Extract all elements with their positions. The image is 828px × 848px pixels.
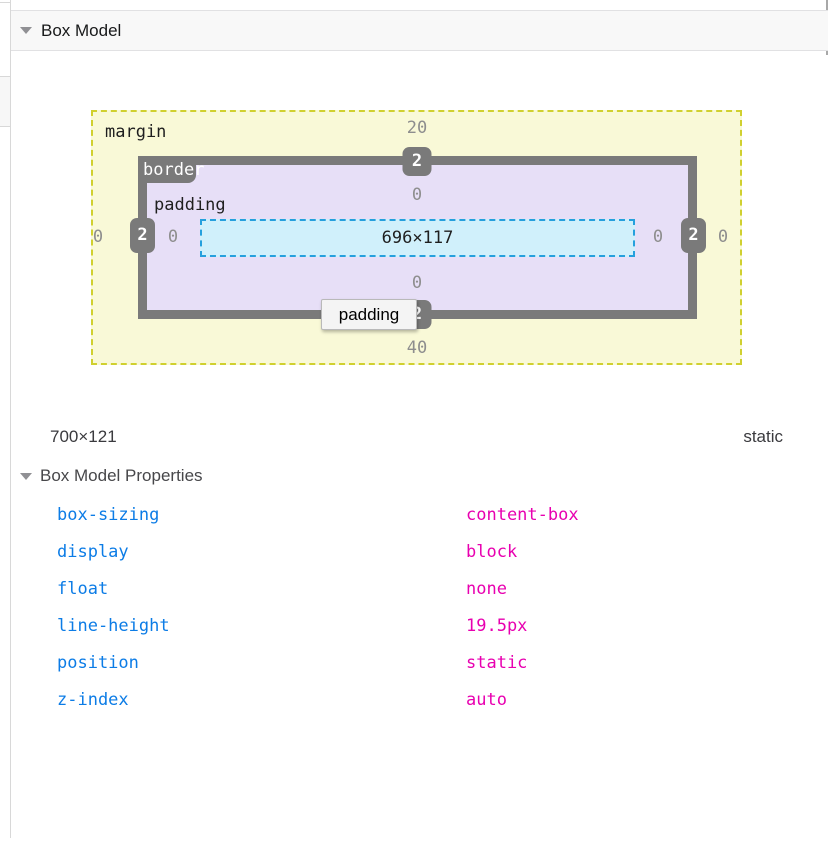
property-row: float none <box>0 570 828 607</box>
properties-title: Box Model Properties <box>40 466 203 485</box>
box-model-properties-header[interactable]: Box Model Properties <box>20 466 203 486</box>
property-value: block <box>466 541 518 562</box>
margin-top-value[interactable]: 20 <box>406 118 428 138</box>
margin-right-value[interactable]: 0 <box>717 227 729 247</box>
element-position: static <box>743 427 783 446</box>
border-right-value[interactable]: 2 <box>681 218 706 253</box>
border-top-value[interactable]: 2 <box>402 147 432 176</box>
property-name: z-index <box>57 689 129 710</box>
chevron-down-icon[interactable] <box>20 472 32 480</box>
element-dimensions: 700×121 <box>50 427 117 446</box>
property-row: display block <box>0 533 828 570</box>
content-size-value[interactable]: 696×117 <box>381 228 454 248</box>
property-value: content-box <box>466 504 579 525</box>
property-value: static <box>466 652 528 673</box>
margin-left-value[interactable]: 0 <box>92 227 104 247</box>
property-name: box-sizing <box>57 504 160 525</box>
property-name: display <box>57 541 129 562</box>
property-row: box-sizing content-box <box>0 496 828 533</box>
property-row: position static <box>0 644 828 681</box>
property-name: float <box>57 578 109 599</box>
region-tooltip: padding <box>321 299 417 330</box>
adjacent-panel-strip <box>0 0 11 838</box>
section-title: Box Model <box>41 20 122 40</box>
margin-region-label: margin <box>105 122 167 142</box>
property-name: line-height <box>57 615 170 636</box>
property-row: line-height 19.5px <box>0 607 828 644</box>
padding-top-value[interactable]: 0 <box>411 185 423 205</box>
padding-bottom-value[interactable]: 0 <box>411 273 423 293</box>
padding-region-label: padding <box>154 195 226 215</box>
property-row: z-index auto <box>0 681 828 718</box>
strip-section-band <box>0 76 10 127</box>
property-value: 19.5px <box>466 615 528 636</box>
box-model-section-header[interactable]: Box Model <box>11 10 828 51</box>
strip-divider <box>0 2 10 3</box>
margin-bottom-value[interactable]: 40 <box>406 338 428 358</box>
property-value: auto <box>466 689 507 710</box>
property-name: position <box>57 652 139 673</box>
chevron-down-icon[interactable] <box>20 27 32 34</box>
border-left-value[interactable]: 2 <box>130 218 155 253</box>
property-value: none <box>466 578 507 599</box>
padding-left-value[interactable]: 0 <box>167 227 179 247</box>
border-region-label: border <box>138 156 204 183</box>
box-model-diagram: margin border padding 696×117 20 2 0 0 2… <box>91 110 742 365</box>
properties-list: box-sizing content-box display block flo… <box>0 496 828 718</box>
padding-right-value[interactable]: 0 <box>652 227 664 247</box>
content-region[interactable]: 696×117 <box>200 219 635 257</box>
